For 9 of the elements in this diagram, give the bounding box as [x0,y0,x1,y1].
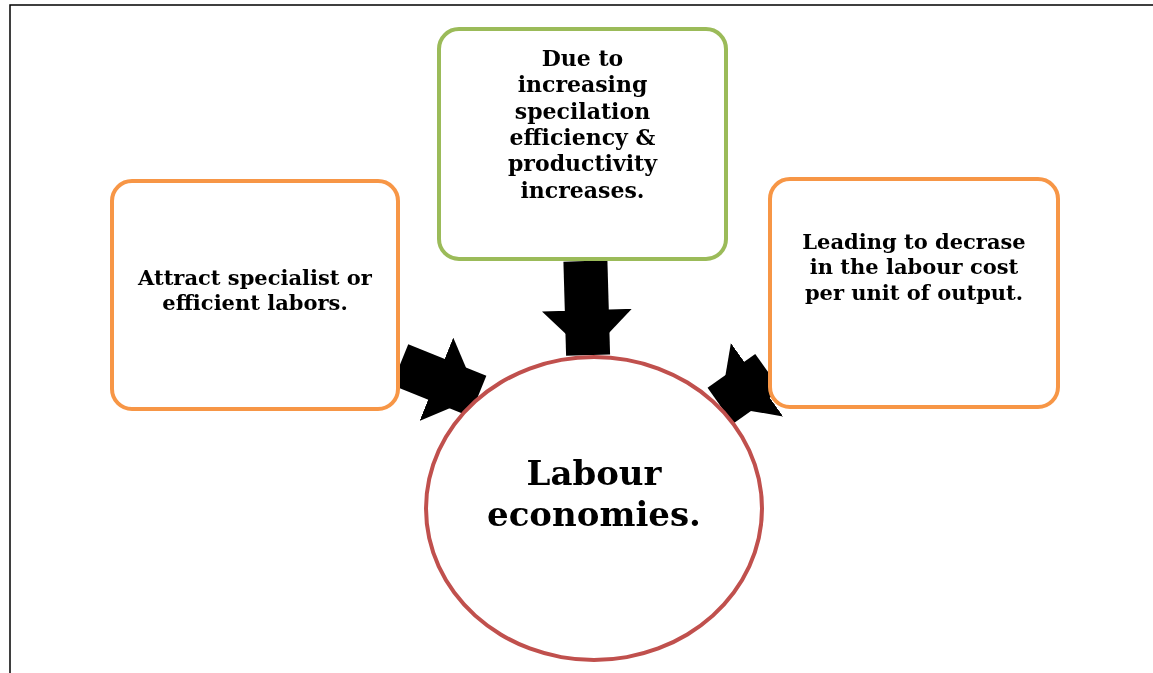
node-text: Due to increasing specilation efficiency & productivity increases. [507,44,659,204]
node-text: Attract specialist or efficient labors. [136,264,373,316]
rounded-box [437,27,728,261]
node-text: Labour economies. [486,452,702,535]
rounded-box [768,177,1060,409]
node-text: Leading to decrase in the labour cost per unit of output. [801,229,1027,305]
rounded-box [110,179,400,411]
block-arrow [707,343,784,424]
block-arrow [541,260,632,356]
